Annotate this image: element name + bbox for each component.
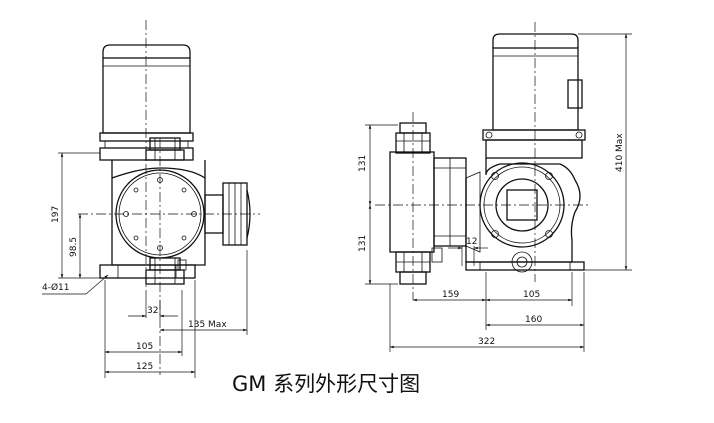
dim-105-left: 105 (136, 342, 153, 352)
left-dimensions: 197 98.5 4-Ø11 32 135 Max 105 (42, 152, 248, 378)
dim-131-lower: 131 (358, 235, 368, 252)
dim-159: 159 (442, 290, 459, 300)
dim-32: 32 (147, 306, 158, 316)
dim-135-max: 135 Max (188, 320, 227, 330)
dim-197: 197 (51, 206, 61, 223)
dim-bolt-holes: 4-Ø11 (42, 282, 70, 293)
right-view: 131 131 410 Max 12 159 105 160 (358, 22, 632, 352)
left-gearbox (111, 160, 251, 266)
dim-160: 160 (525, 315, 542, 325)
dim-125: 125 (136, 362, 153, 372)
left-motor (99, 44, 194, 161)
left-bottom-valve (145, 257, 187, 285)
right-motor (482, 33, 586, 159)
right-housing (465, 158, 581, 273)
dim-12: 12 (466, 237, 477, 247)
figure-caption: GM 系列外形尺寸图 (232, 372, 420, 396)
dim-410-max: 410 Max (615, 133, 625, 172)
dim-322: 322 (478, 337, 495, 347)
dim-131-upper: 131 (358, 155, 368, 172)
right-bottom-valve (395, 247, 443, 285)
right-base-plate (465, 261, 585, 271)
dim-105-right: 105 (523, 290, 540, 300)
dim-98-5: 98.5 (69, 237, 79, 257)
left-base-plate (99, 264, 196, 279)
left-view: 197 98.5 4-Ø11 32 135 Max 105 (42, 20, 260, 378)
right-dimensions: 131 131 410 Max 12 159 105 160 (358, 33, 632, 352)
